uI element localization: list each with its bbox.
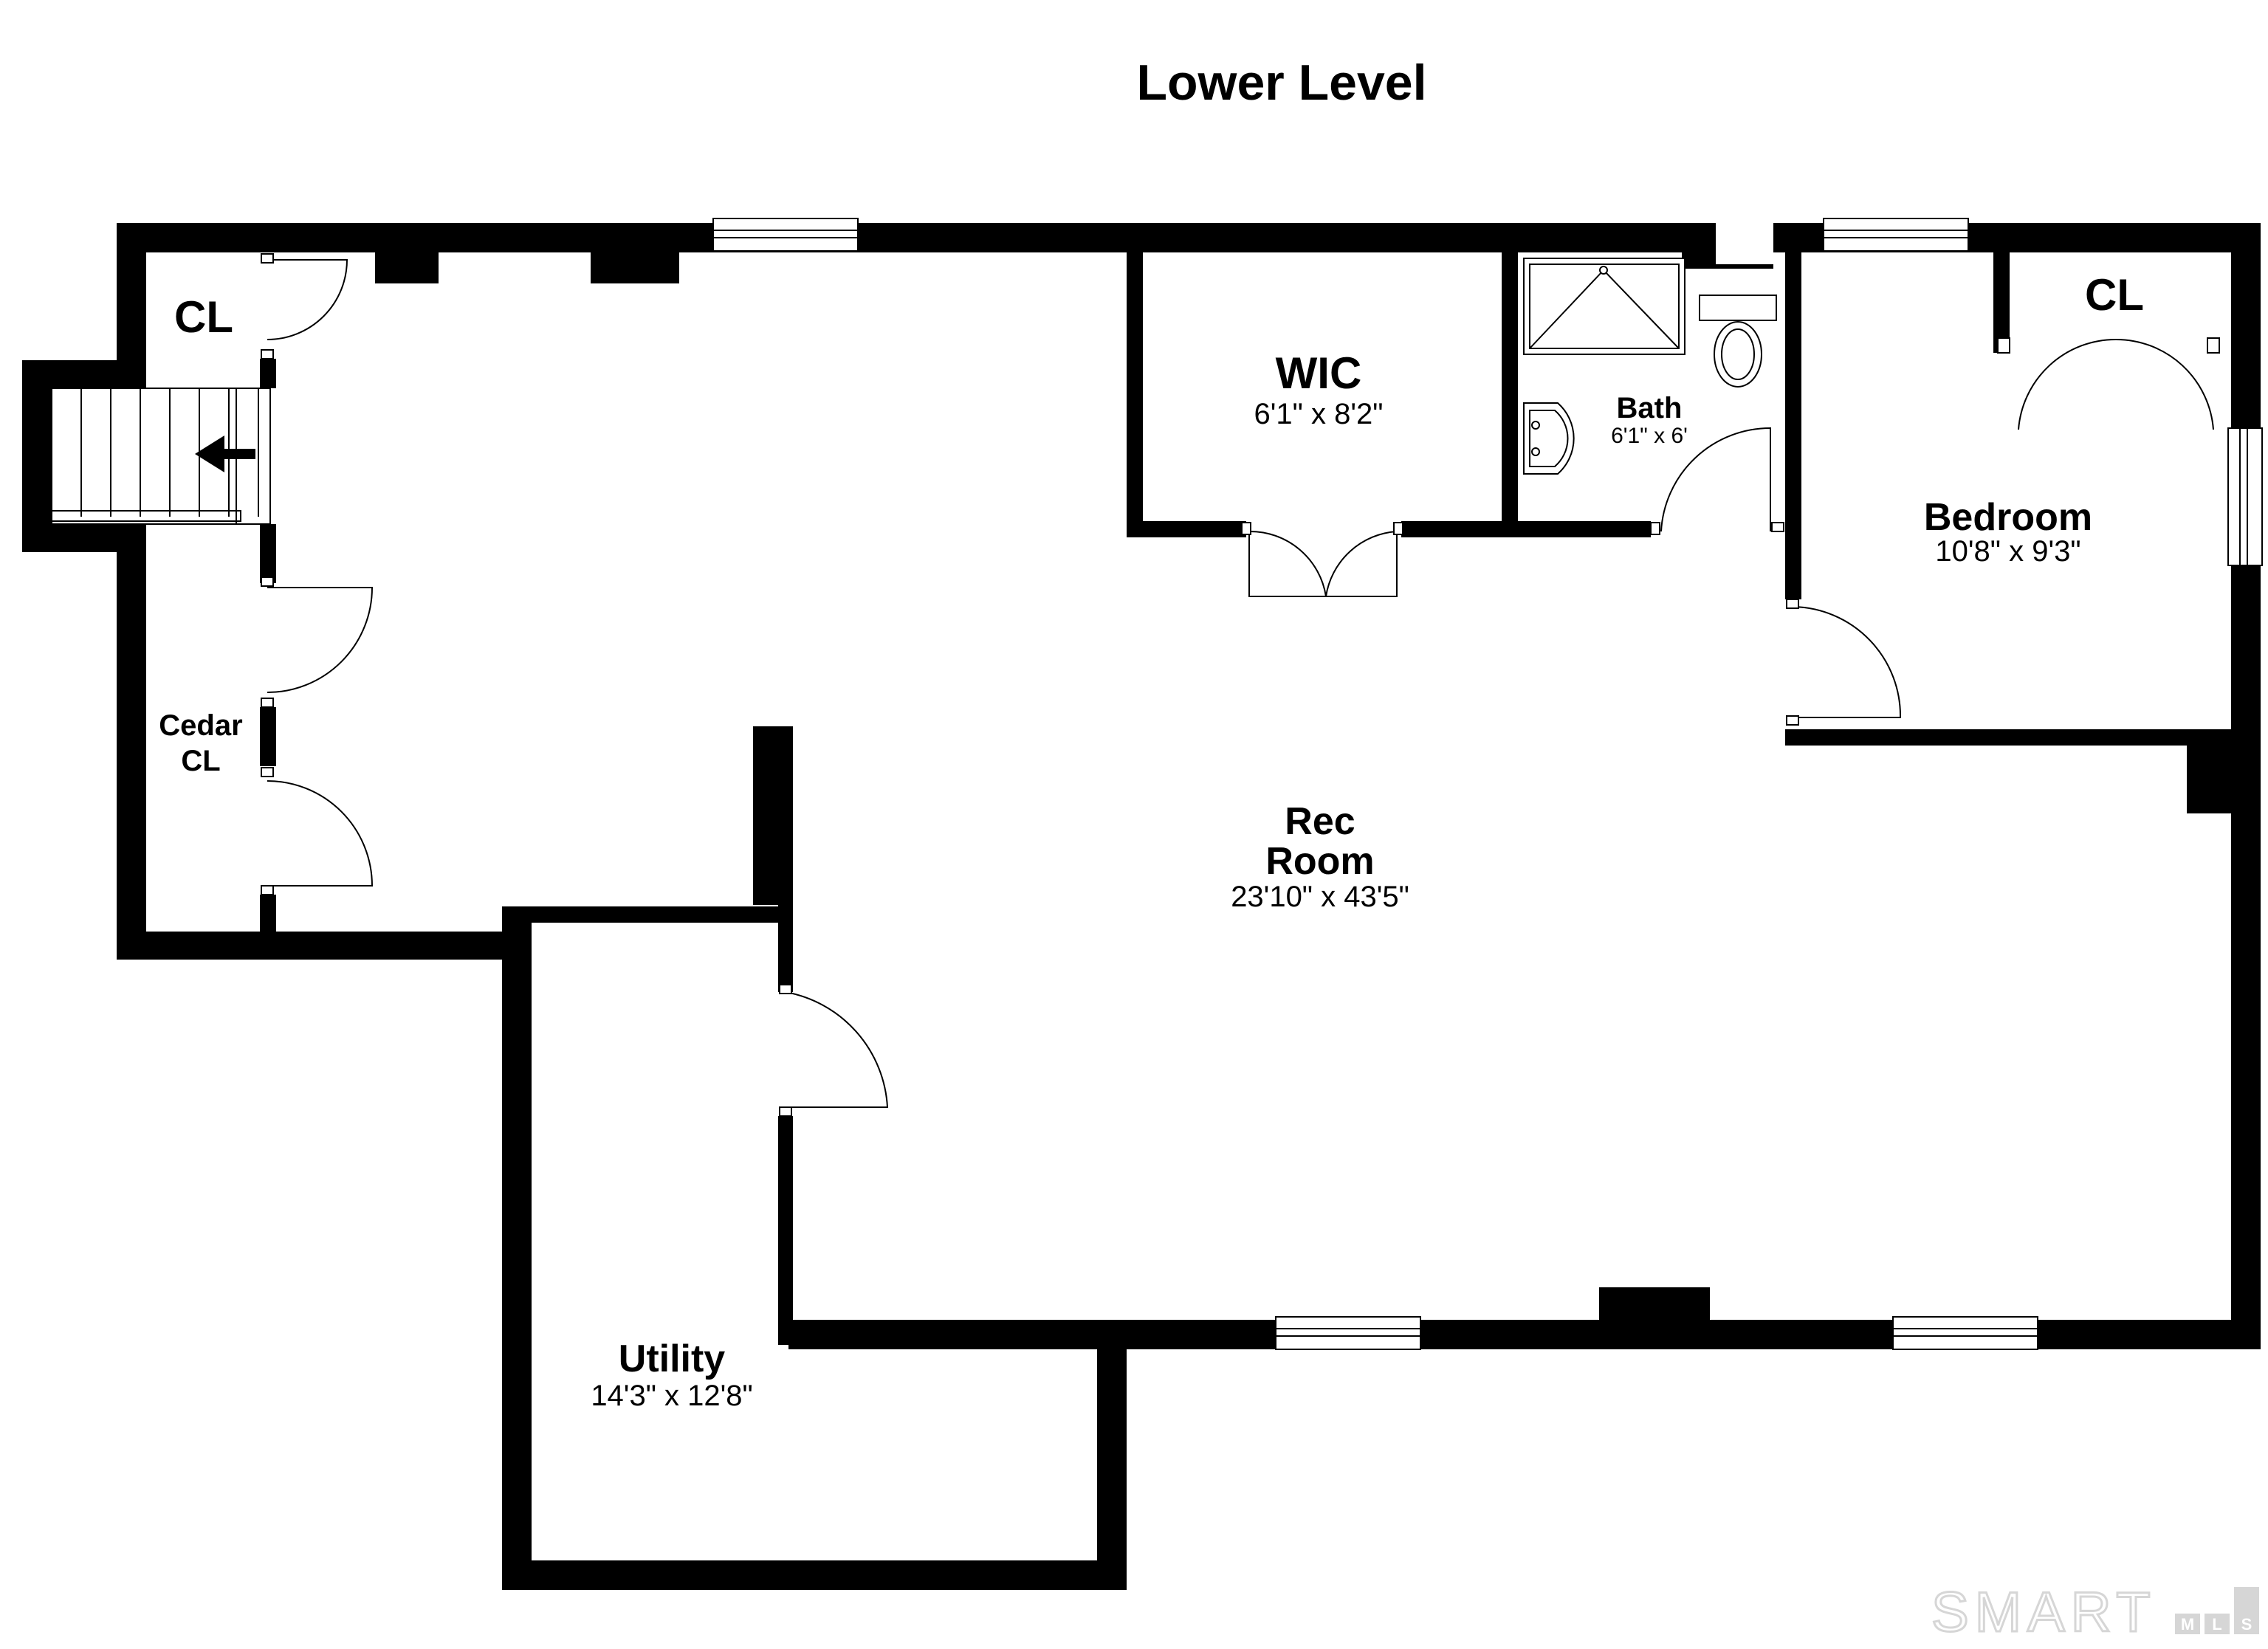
watermark-box-m: M	[2181, 1615, 2194, 1633]
closet-top-left-label: CL	[174, 292, 233, 342]
walls	[22, 223, 2261, 1590]
window-top-bedroom	[1823, 218, 1969, 252]
bedroom-label: Bedroom	[1924, 496, 2092, 539]
bath-label: Bath	[1617, 392, 1683, 424]
wic-label: WIC	[1276, 348, 1362, 398]
watermark-box-l: L	[2212, 1615, 2221, 1633]
window-right-bedroom	[2227, 427, 2263, 566]
rec-room-label-line2: Room	[1265, 840, 1374, 883]
shower-icon	[1523, 258, 1685, 355]
cedar-closet-label-line2: CL	[181, 745, 220, 777]
stair-direction-arrow-icon	[195, 436, 255, 472]
door-jambs	[261, 253, 2220, 1117]
bath-fixtures	[1523, 258, 1777, 475]
rec-room-dims: 23'10" x 43'5"	[1231, 881, 1409, 913]
utility-label: Utility	[619, 1338, 726, 1380]
bath-dims: 6'1" x 6'	[1611, 424, 1688, 448]
toilet-icon	[1699, 295, 1777, 388]
doors	[267, 259, 2214, 1108]
smart-mls-watermark-logo: SMART M L S	[1931, 1580, 2259, 1645]
room-labels: CL Cedar CL WIC 6'1" x 8'2" Bath 6'1" x …	[159, 270, 2144, 1412]
window-bottom-2	[1892, 1316, 2038, 1350]
watermark-text: SMART	[1931, 1581, 2157, 1644]
bedroom-dims: 10'8" x 9'3"	[1935, 535, 2080, 568]
utility-dims: 14'3" x 12'8"	[591, 1380, 752, 1412]
watermark-box-s: S	[2241, 1615, 2252, 1633]
rec-room-label-line1: Rec	[1285, 800, 1355, 843]
closet-bedroom-label: CL	[2085, 270, 2144, 320]
sink-icon	[1523, 402, 1575, 475]
window-top-1	[712, 218, 859, 252]
wic-dims: 6'1" x 8'2"	[1254, 398, 1384, 430]
cedar-closet-label-line1: Cedar	[159, 709, 242, 742]
windows	[712, 218, 2263, 1350]
plan-title: Lower Level	[1136, 55, 1426, 111]
window-bottom-1	[1275, 1316, 1421, 1350]
